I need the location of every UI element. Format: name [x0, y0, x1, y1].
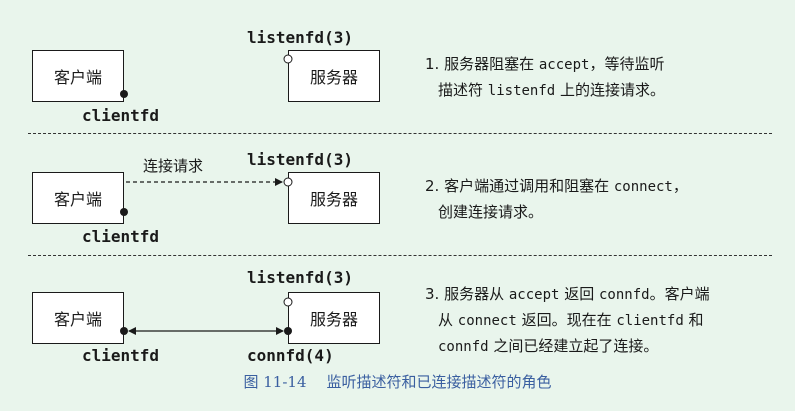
listenfd-socket-3 — [283, 297, 293, 307]
server-label-3: 服务器 — [309, 310, 358, 329]
code-term: accept — [508, 287, 560, 303]
desc-text: 。客户端 — [649, 285, 710, 303]
server-box-2: 服务器 — [288, 172, 380, 224]
desc-text: 返回 — [559, 285, 599, 303]
code-term: accept — [538, 57, 590, 73]
code-term: connfd — [598, 287, 650, 303]
figure-caption: 图 11-14 监听描述符和已连接描述符的角色 — [0, 371, 795, 392]
figure-title: 监听描述符和已连接描述符的角色 — [326, 373, 552, 391]
desc-text: 2. 客户端通过调用和阻塞在 — [425, 177, 614, 195]
server-box-3: 服务器 — [288, 292, 380, 344]
connfd-socket — [284, 327, 292, 335]
desc-text: 1. 服务器阻塞在 — [425, 55, 539, 73]
client-label-1: 客户端 — [53, 68, 102, 87]
desc-1-line-2: 描述符 listenfd 上的连接请求。 — [425, 78, 665, 104]
description-3: 3. 服务器从 accept 返回 connfd。客户端 从 connect 返… — [425, 282, 710, 360]
desc-1-line-1: 1. 服务器阻塞在 accept，等待监听 — [425, 52, 665, 78]
listenfd-label-2: listenfd(3) — [247, 150, 353, 169]
code-term: connect — [457, 313, 517, 329]
description-1: 1. 服务器阻塞在 accept，等待监听 描述符 listenfd 上的连接请… — [425, 52, 665, 104]
listenfd-socket-2 — [283, 177, 293, 187]
desc-text: 上的连接请求。 — [555, 81, 665, 99]
clientfd-socket-2 — [120, 208, 128, 216]
client-box-1: 客户端 — [32, 50, 124, 102]
desc-text: 和 — [683, 311, 704, 329]
figure-number: 图 11-14 — [243, 373, 307, 391]
clientfd-label-2: clientfd — [82, 227, 160, 246]
connfd-label: connfd(4) — [247, 346, 334, 365]
desc-text: 从 — [438, 311, 458, 329]
separator-1 — [28, 133, 772, 134]
code-term: connect — [613, 179, 673, 195]
code-term: connfd — [438, 339, 489, 355]
desc-text: 描述符 — [438, 81, 488, 99]
desc-text: ， — [672, 177, 688, 195]
desc-text: 返回。现在在 — [516, 311, 617, 329]
clientfd-label-3: clientfd — [82, 346, 160, 365]
client-label-2: 客户端 — [53, 190, 102, 209]
clientfd-label-1: clientfd — [82, 106, 160, 125]
listenfd-socket-1 — [283, 54, 293, 64]
desc-3-line-3: connfd 之间已经建立起了连接。 — [425, 334, 710, 360]
clientfd-socket-3 — [120, 327, 128, 335]
desc-text: ，等待监听 — [589, 55, 665, 73]
client-box-2: 客户端 — [32, 172, 124, 224]
desc-text: 之间已经建立起了连接。 — [488, 337, 659, 355]
code-term: clientfd — [616, 313, 684, 329]
server-box-1: 服务器 — [288, 50, 380, 102]
listenfd-label-1: listenfd(3) — [247, 28, 353, 47]
code-term: listenfd — [487, 83, 556, 99]
server-label-2: 服务器 — [309, 190, 358, 209]
desc-text: 3. 服务器从 — [425, 285, 509, 303]
desc-text: 创建连接请求。 — [438, 203, 544, 221]
desc-3-line-1: 3. 服务器从 accept 返回 connfd。客户端 — [425, 282, 710, 308]
desc-2-line-2: 创建连接请求。 — [425, 200, 688, 225]
description-2: 2. 客户端通过调用和阻塞在 connect， 创建连接请求。 — [425, 174, 688, 225]
clientfd-socket-1 — [120, 90, 128, 98]
client-label-3: 客户端 — [53, 310, 102, 329]
server-label-1: 服务器 — [309, 68, 358, 87]
client-box-3: 客户端 — [32, 292, 124, 344]
desc-3-line-2: 从 connect 返回。现在在 clientfd 和 — [425, 308, 710, 334]
listenfd-label-3: listenfd(3) — [247, 268, 353, 287]
separator-2 — [28, 255, 772, 256]
connect-request-label: 连接请求 — [143, 157, 204, 175]
desc-2-line-1: 2. 客户端通过调用和阻塞在 connect， — [425, 174, 688, 200]
